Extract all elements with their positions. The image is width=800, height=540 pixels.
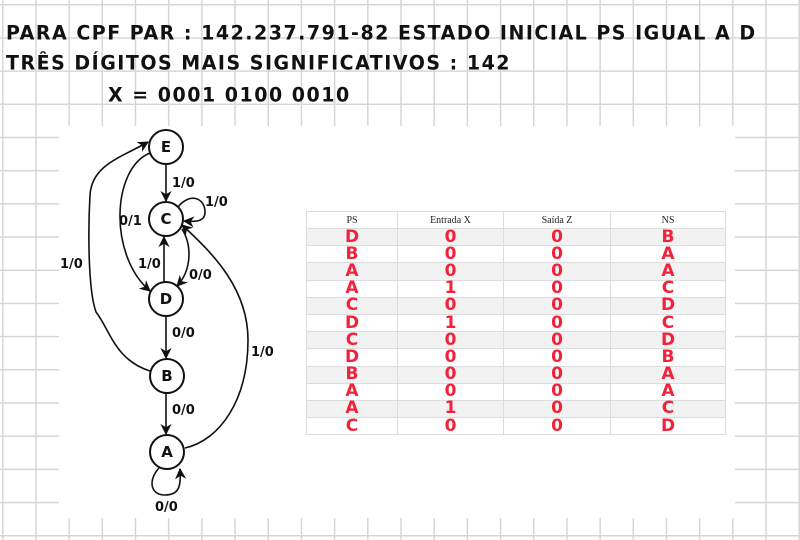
cell-ns: A — [610, 365, 726, 384]
cell-ps: B — [306, 365, 398, 384]
cell-output-z: 0 — [503, 296, 611, 315]
cell-ps: A — [306, 382, 398, 401]
cell-ps: A — [306, 399, 398, 419]
cell-output-z: 0 — [503, 331, 611, 350]
cell-ns: D — [610, 417, 726, 436]
cell-input-x: 1 — [397, 399, 504, 419]
edge-label: 0/0 — [189, 268, 212, 283]
cell-input-x: 0 — [397, 296, 504, 315]
cell-ns: C — [610, 399, 726, 419]
edge-e-d — [119, 152, 151, 292]
col-header-ns: NS — [610, 211, 726, 229]
edge-c-d — [176, 228, 190, 287]
col-header-input: Entrada X — [397, 211, 504, 229]
state-e: E — [148, 129, 184, 165]
cell-ps: B — [306, 245, 398, 264]
cell-input-x: 0 — [397, 331, 504, 350]
cell-ns: B — [610, 227, 726, 247]
state-d: D — [148, 281, 184, 317]
cell-input-x: 0 — [397, 227, 504, 247]
state-c: C — [148, 201, 184, 237]
edge-b-e — [88, 141, 151, 372]
cell-output-z: 0 — [503, 399, 611, 419]
edge-label: 1/0 — [172, 176, 195, 191]
edge-label: 1/0 — [205, 195, 228, 210]
col-header-ps: PS — [306, 211, 398, 229]
cell-output-z: 0 — [503, 417, 611, 436]
edge-label: 0/0 — [172, 326, 195, 341]
edge-label: 0/0 — [155, 500, 178, 515]
edge-a-c — [181, 224, 249, 449]
cell-ns: D — [610, 296, 726, 315]
cell-ps: C — [306, 417, 398, 436]
header-line-3: X = 0001 0100 0010 — [108, 83, 351, 107]
edge-label: 0/1 — [119, 214, 142, 229]
cell-output-z: 0 — [503, 227, 611, 247]
cell-ps: D — [306, 313, 398, 333]
edge-a-a — [151, 467, 187, 496]
cell-ns: C — [610, 313, 726, 333]
header-line-2: TRÊS DÍGITOS MAIS SIGNIFICATIVOS : 142 — [6, 51, 512, 75]
edge-label: 1/0 — [60, 257, 83, 272]
edge-label: 1/0 — [251, 345, 274, 360]
col-header-output: Saída Z — [503, 211, 611, 229]
svg-text:D: D — [160, 290, 172, 308]
edge-label: 0/0 — [172, 403, 195, 418]
svg-text:C: C — [160, 210, 171, 228]
cell-ps: C — [306, 296, 398, 315]
svg-text:E: E — [161, 138, 171, 156]
header-line-1: PARA CPF PAR : 142.237.791-82 ESTADO INI… — [6, 21, 757, 45]
edge-label: 1/0 — [138, 257, 161, 272]
cell-ns: A — [610, 262, 726, 281]
cell-ns: B — [610, 348, 726, 367]
edge-c-c — [177, 197, 206, 228]
svg-text:B: B — [161, 367, 172, 385]
cell-input-x: 0 — [397, 417, 504, 436]
svg-text:A: A — [161, 443, 173, 461]
state-a: A — [149, 434, 185, 470]
table-header-row: PS Entrada X Saída Z NS — [306, 211, 726, 229]
state-b: B — [149, 358, 185, 394]
cell-output-z: 0 — [503, 365, 611, 384]
